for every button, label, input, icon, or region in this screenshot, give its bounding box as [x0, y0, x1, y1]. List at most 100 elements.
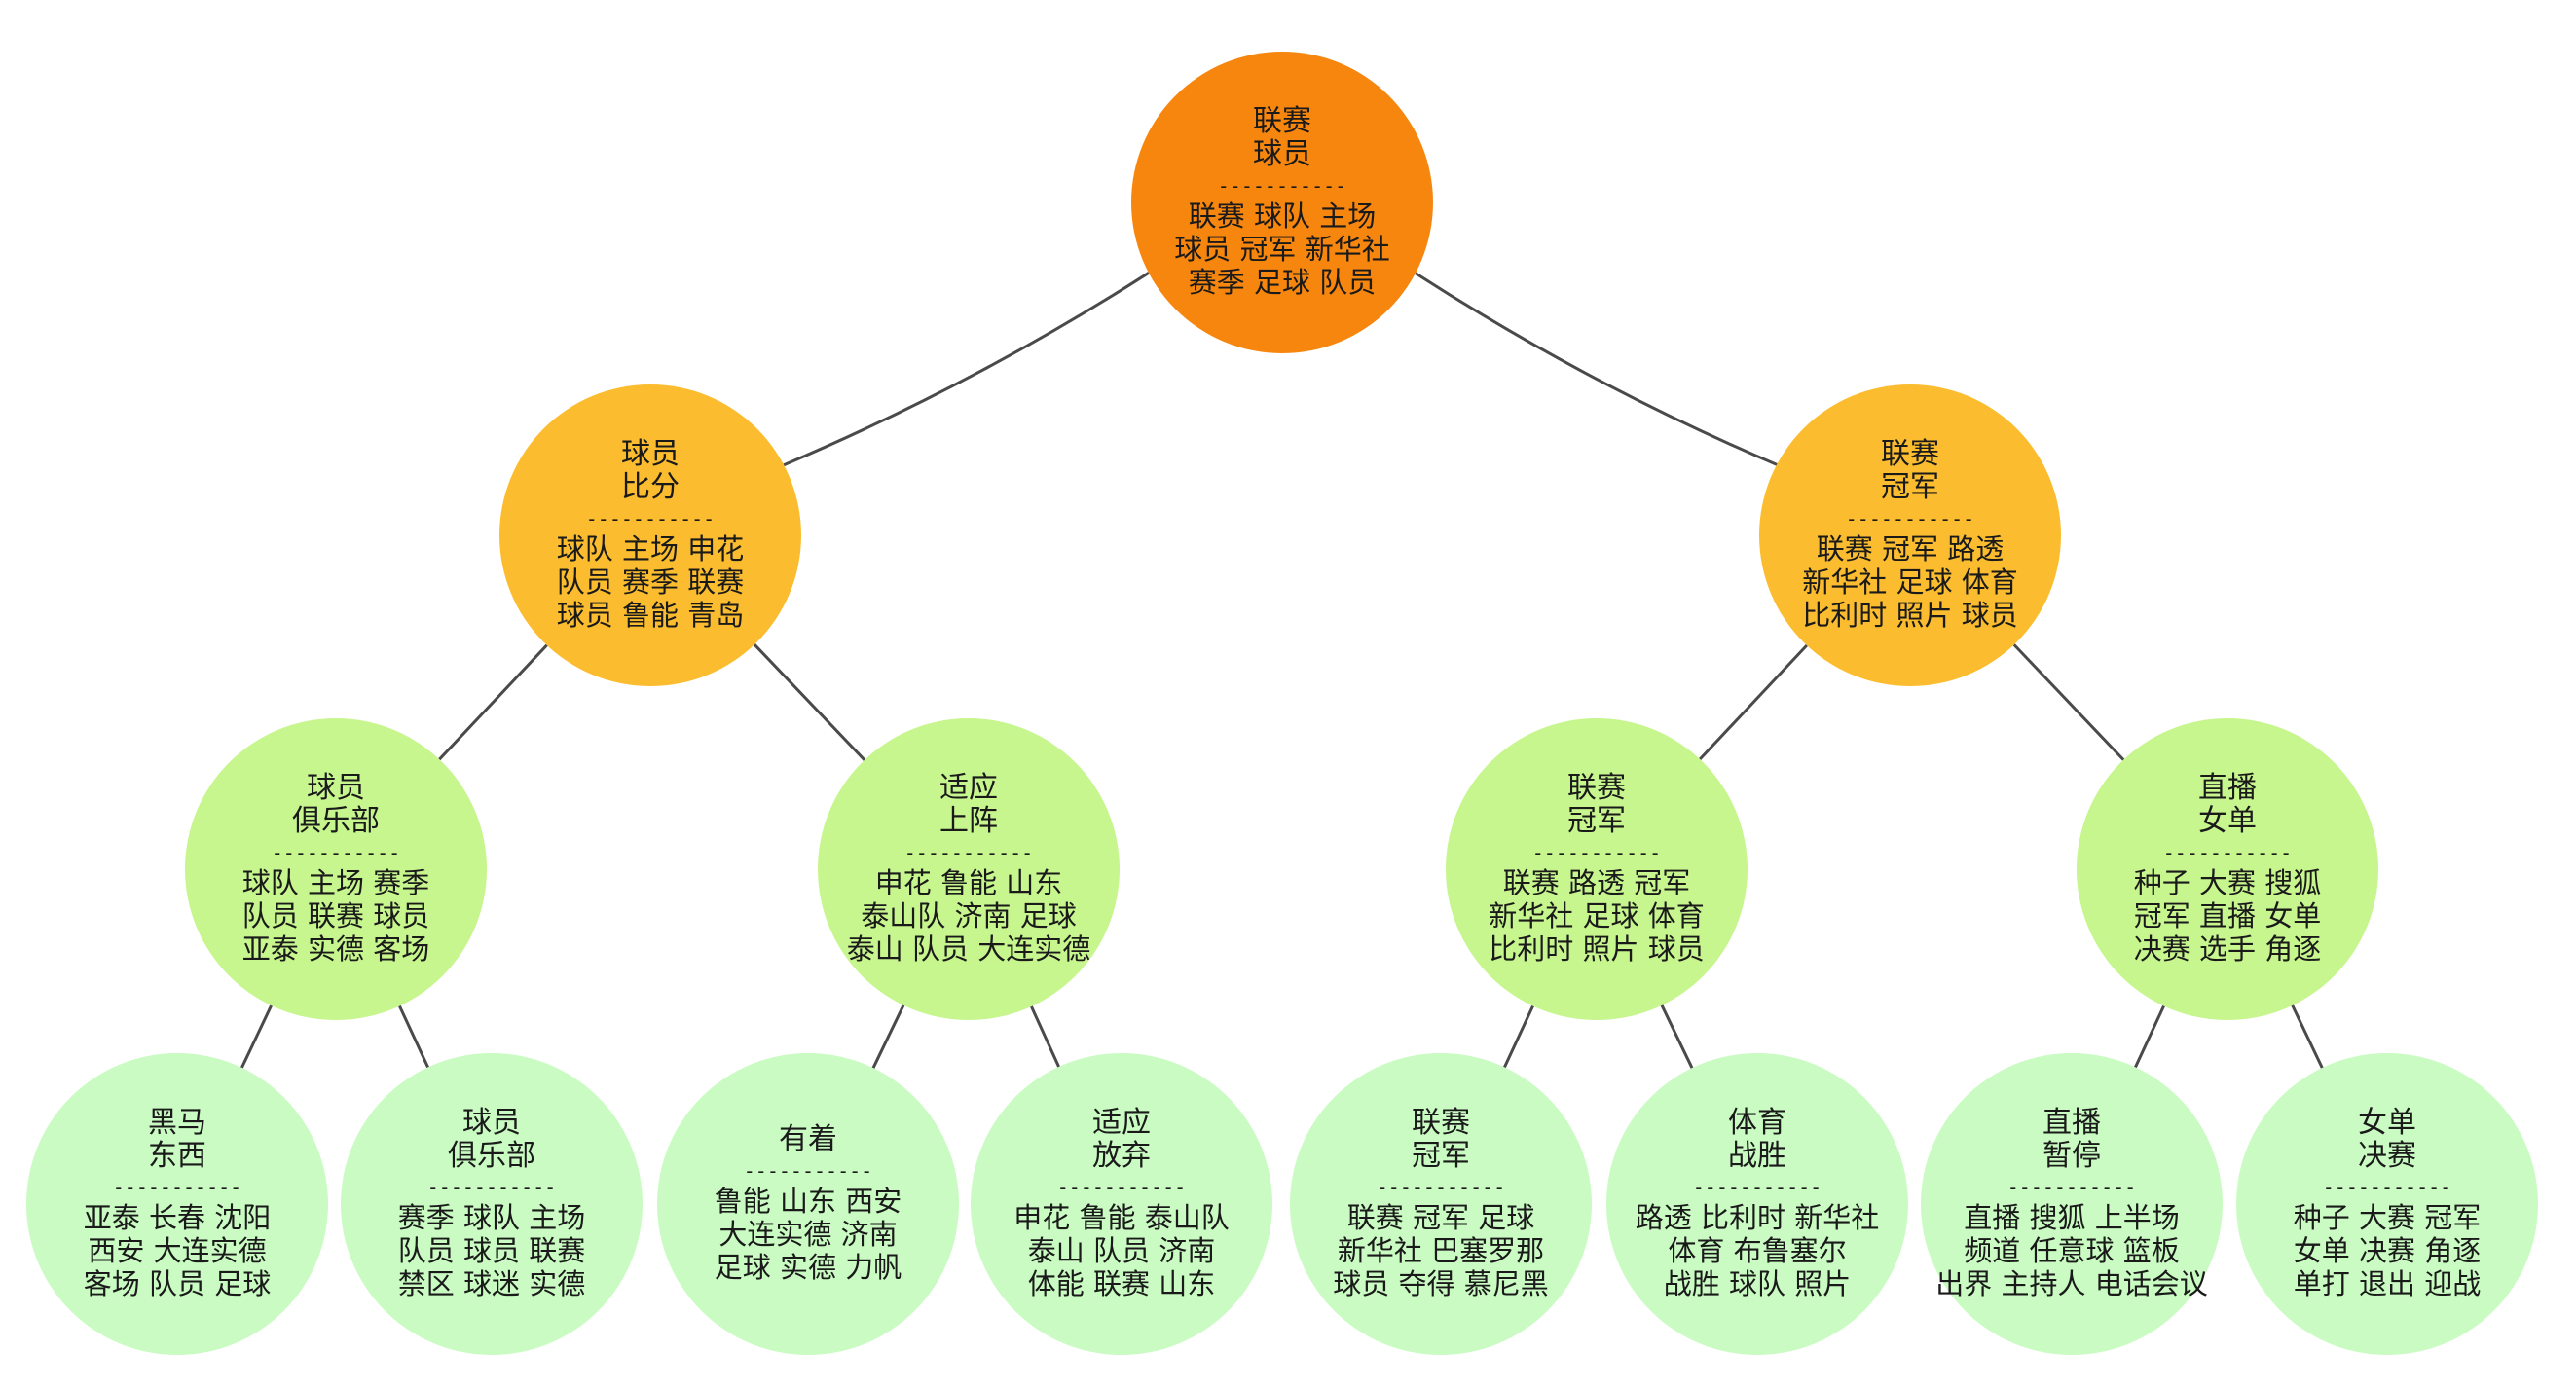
node-keywords-line: 冠军 直播 女单 [2134, 899, 2321, 932]
node-separator: ----------- [1057, 1176, 1186, 1199]
node-title-line: 冠军 [1567, 804, 1626, 838]
node-circle [818, 718, 1120, 1020]
node-keywords-line: 联赛 路透 冠军 [1503, 866, 1690, 899]
node-title-line: 上阵 [939, 804, 998, 838]
node-keywords-line: 路透 比利时 新华社 [1636, 1201, 1879, 1234]
node-keywords-line: 频道 任意球 篮板 [1964, 1234, 2179, 1267]
node-title-line: 球员 [462, 1106, 521, 1140]
edge-l1-right-to-l2-d [2012, 643, 2125, 761]
node-keywords-line: 联赛 球队 主场 [1189, 200, 1376, 233]
node-title-line: 俱乐部 [292, 804, 380, 838]
node-title-line: 东西 [148, 1139, 206, 1173]
node-keywords-line: 足球 实德 力帆 [715, 1251, 902, 1284]
node-keywords-line: 赛季 足球 队员 [1189, 266, 1376, 299]
node-keywords-line: 赛季 球队 主场 [398, 1201, 585, 1234]
node-keywords-line: 泰山 队员 大连实德 [847, 932, 1090, 966]
node-title-line: 联赛 [1412, 1106, 1470, 1140]
node-keywords-line: 球队 主场 申花 [557, 532, 744, 566]
node-keywords-line: 西安 大连实德 [88, 1234, 266, 1267]
node-circle [1759, 384, 2061, 686]
node-title-line: 有着 [779, 1122, 837, 1156]
node-keywords-line: 队员 赛季 联赛 [557, 566, 744, 599]
edge-root-to-l1-right [1415, 272, 1778, 466]
node-circle [657, 1053, 959, 1355]
node-circle [185, 718, 487, 1020]
node-keywords-line: 单打 退出 迎战 [2294, 1267, 2481, 1300]
node-circle [1921, 1053, 2223, 1355]
edge-l2-b-to-l3-3 [871, 1004, 905, 1069]
edge-root-to-l1-left [783, 272, 1150, 467]
edge-l1-right-to-l2-c [1699, 643, 1808, 761]
edge-l2-a-to-l3-1 [240, 1004, 273, 1069]
node-separator: ----------- [1532, 841, 1661, 864]
node-keywords-line: 女单 决赛 角逐 [2294, 1234, 2481, 1267]
node-keywords-line: 决赛 选手 角逐 [2134, 932, 2321, 966]
node-keywords-line: 亚泰 实德 客场 [242, 932, 429, 966]
node-keywords-line: 战胜 球队 照片 [1664, 1267, 1851, 1300]
node-separator: ----------- [904, 841, 1033, 864]
node-title-line: 俱乐部 [448, 1139, 535, 1173]
node-title-line: 球员 [1253, 137, 1311, 171]
node-title-line: 冠军 [1881, 470, 1939, 504]
edge-l1-left-to-l2-a [438, 643, 548, 761]
node-separator: ----------- [1693, 1176, 1822, 1199]
node-separator: ----------- [1377, 1176, 1505, 1199]
node-keywords-line: 新华社 足球 体育 [1489, 899, 1704, 932]
node-title-line: 冠军 [1412, 1139, 1470, 1173]
edge-l2-d-to-l3-7 [2134, 1004, 2165, 1069]
node-keywords-line: 球员 夺得 慕尼黑 [1333, 1267, 1548, 1300]
node-separator: ----------- [272, 841, 400, 864]
node-separator: ----------- [2323, 1176, 2451, 1199]
node-keywords-line: 联赛 冠军 足球 [1347, 1201, 1534, 1234]
node-keywords-line: 比利时 照片 球员 [1489, 932, 1704, 966]
node-separator: ----------- [427, 1176, 556, 1199]
node-separator: ----------- [586, 507, 715, 530]
node-keywords-line: 新华社 足球 体育 [1802, 566, 2017, 599]
edge-l2-c-to-l3-5 [1503, 1004, 1534, 1069]
node-circle [1606, 1053, 1908, 1355]
node-circle [341, 1053, 643, 1355]
node-title-line: 决赛 [2358, 1139, 2416, 1173]
node-title-line: 联赛 [1881, 437, 1939, 471]
node-title-line: 适应 [939, 771, 998, 805]
node-separator: ----------- [744, 1159, 872, 1183]
node-title-line: 战胜 [1728, 1139, 1786, 1173]
node-keywords-line: 种子 大赛 冠军 [2294, 1201, 2481, 1234]
node-title-line: 暂停 [2042, 1139, 2101, 1173]
node-keywords-line: 客场 队员 足球 [84, 1267, 271, 1300]
node-title-line: 球员 [621, 437, 680, 471]
node-keywords-line: 比利时 照片 球员 [1802, 599, 2017, 632]
node-circle [26, 1053, 328, 1355]
node-title-line: 直播 [2198, 771, 2257, 805]
edge-l2-c-to-l3-6 [1660, 1004, 1694, 1069]
node-keywords-line: 泰山队 济南 足球 [861, 899, 1076, 932]
node-separator: ----------- [2007, 1176, 2136, 1199]
node-separator: ----------- [1846, 507, 1974, 530]
node-title-line: 放弃 [1092, 1139, 1151, 1173]
node-keywords-line: 球员 冠军 新华社 [1174, 233, 1389, 266]
node-separator: ----------- [2163, 841, 2292, 864]
node-title-line: 体育 [1728, 1106, 1786, 1140]
node-keywords-line: 体育 布鲁塞尔 [1668, 1234, 1846, 1267]
node-keywords-line: 泰山 队员 济南 [1028, 1234, 1215, 1267]
node-title-line: 球员 [307, 771, 365, 805]
node-title-line: 直播 [2042, 1106, 2101, 1140]
node-keywords-line: 申花 鲁能 山东 [875, 866, 1062, 899]
node-keywords-line: 鲁能 山东 西安 [715, 1185, 902, 1218]
node-keywords-line: 亚泰 长春 沈阳 [84, 1201, 271, 1234]
node-keywords-line: 队员 联赛 球员 [242, 899, 429, 932]
node-keywords-line: 球员 鲁能 青岛 [557, 599, 744, 632]
node-circle [499, 384, 801, 686]
node-keywords-line: 联赛 冠军 路透 [1817, 532, 2004, 566]
edge-l2-a-to-l3-2 [398, 1004, 429, 1069]
